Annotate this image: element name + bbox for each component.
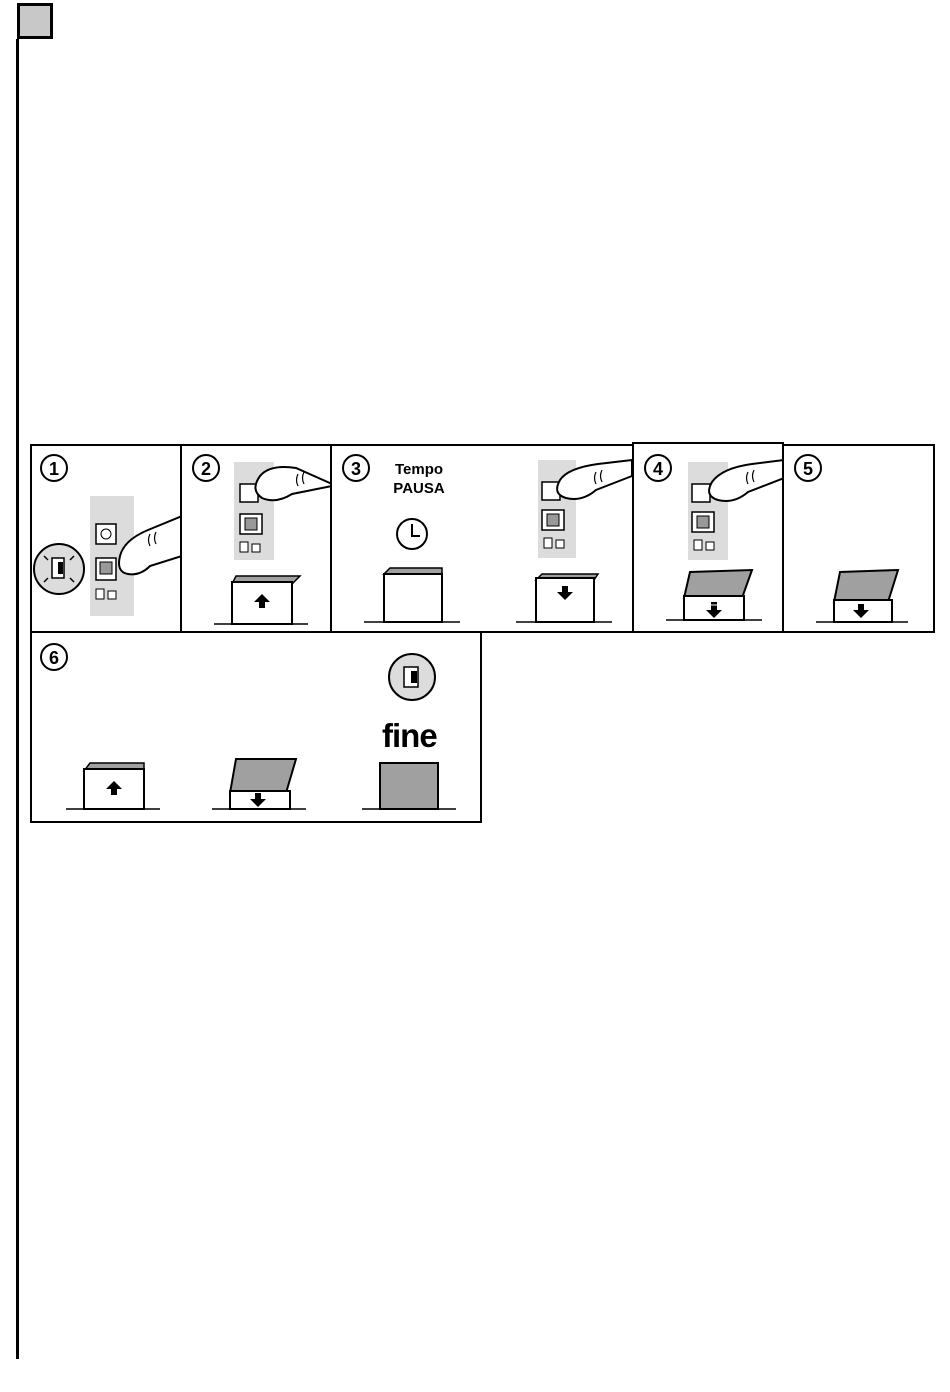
step-5-panel: 5 xyxy=(782,444,935,633)
step-number: 5 xyxy=(803,459,813,479)
step-number-badge: 2 xyxy=(193,455,219,481)
finger-icon xyxy=(255,467,332,500)
step-number-badge: 3 xyxy=(343,455,369,481)
step-4-panel: 4 xyxy=(632,442,784,633)
step-number-badge: 1 xyxy=(41,455,67,481)
door-icon xyxy=(389,654,435,700)
step-number: 3 xyxy=(351,459,361,479)
pause-time-label: Tempo PAUSA xyxy=(384,460,454,498)
closed-box-icon xyxy=(362,763,456,809)
lid-icon xyxy=(364,568,460,622)
step-3-panel: 3 Temp xyxy=(330,444,634,633)
page-marker-square xyxy=(17,3,53,39)
step-number: 2 xyxy=(201,459,211,479)
step-number-badge: 5 xyxy=(795,455,821,481)
page-margin-line xyxy=(16,39,19,1359)
step-number-badge: 4 xyxy=(645,455,671,481)
door-icon xyxy=(34,544,84,594)
end-label: fine xyxy=(382,717,437,755)
step-number: 1 xyxy=(49,459,59,479)
step-number: 4 xyxy=(653,459,663,479)
step-number-badge: 6 xyxy=(41,644,67,670)
step-2-panel: 2 xyxy=(180,444,332,633)
clock-icon xyxy=(397,519,427,549)
step-1-panel: 1 xyxy=(30,444,182,633)
step-6-panel: 6 fine xyxy=(30,631,482,823)
step-number: 6 xyxy=(49,648,59,668)
